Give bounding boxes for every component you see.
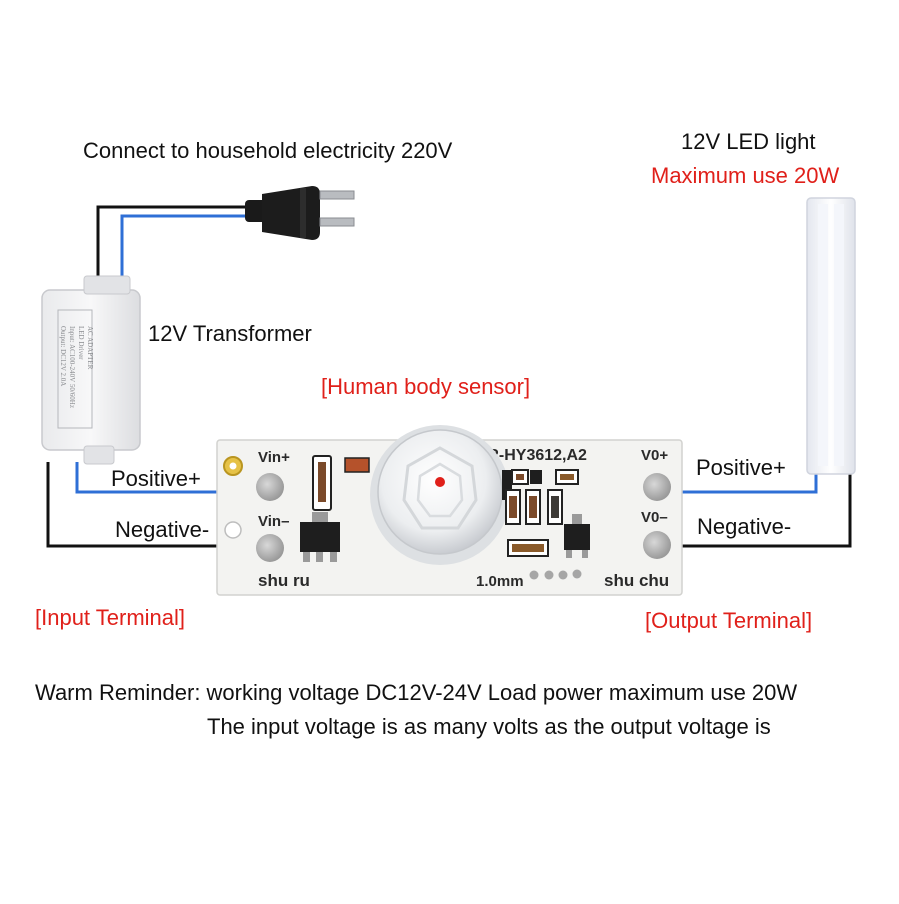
input-positive-label: Positive+ xyxy=(111,466,201,491)
reminder-line-1: Warm Reminder: working voltage DC12V-24V… xyxy=(35,680,798,705)
output-wire-negative xyxy=(672,470,852,548)
components-right xyxy=(502,469,590,558)
led-light-bar-icon xyxy=(806,197,856,475)
transformer-icon: AC ADAPTER LED Driver Input: AC100-240V … xyxy=(41,275,141,465)
reminder-line-2: The input voltage is as many volts as th… xyxy=(207,714,771,739)
input-terminal-label: [Input Terminal] xyxy=(35,605,186,630)
board-vin-minus: Vin– xyxy=(258,513,289,530)
output-terminal-label: [Output Terminal] xyxy=(645,608,813,633)
wires xyxy=(46,205,852,548)
board-model: MR-HY3612,A2 xyxy=(474,447,587,464)
board-vo-plus: V0+ xyxy=(641,447,668,464)
sensor-center-dot xyxy=(435,477,445,487)
input-wire-negative xyxy=(46,462,230,548)
input-wire-positive xyxy=(75,462,230,494)
plug-wire-black xyxy=(96,205,248,282)
board-shu-ru: shu ru xyxy=(258,571,310,590)
sensor-board: Vin+ Vin– V0+ V0– MR-HY3612,A2 shu ru sh… xyxy=(216,425,683,596)
adapter-title: AC ADAPTER xyxy=(86,326,94,370)
power-plug-icon xyxy=(245,186,355,240)
output-positive-label: Positive+ xyxy=(696,455,786,480)
transformer-label-text: AC ADAPTER LED Driver Input: AC100-240V … xyxy=(59,326,94,408)
output-wire-positive xyxy=(672,470,818,494)
input-negative-label: Negative- xyxy=(115,517,210,542)
pad-vin-minus xyxy=(256,534,284,562)
board-hole-white xyxy=(224,521,242,539)
adapter-line3: Output: DC12V 2.0A xyxy=(59,326,67,386)
led-caption: 12V LED light xyxy=(681,129,816,154)
pad-vo-minus xyxy=(643,531,671,559)
plug-caption: Connect to household electricity 220V xyxy=(83,138,453,163)
adapter-line2: Input: AC100-240V 50/60Hz xyxy=(68,326,76,408)
output-negative-label: Negative- xyxy=(697,514,792,539)
board-vin-plus: Vin+ xyxy=(258,449,290,466)
pad-vo-plus xyxy=(643,473,671,501)
sensor-caption: [Human body sensor] xyxy=(321,374,531,399)
adapter-line1: LED Driver xyxy=(77,326,85,360)
led-max-caption: Maximum use 20W xyxy=(651,163,840,188)
pir-sensor-dome-icon xyxy=(370,425,510,565)
components-left xyxy=(300,455,370,562)
plug-wire-blue xyxy=(120,214,248,282)
board-vo-minus: V0– xyxy=(641,509,668,526)
transformer-caption: 12V Transformer xyxy=(148,321,312,346)
pad-vin-plus xyxy=(256,473,284,501)
board-shu-chu: shu chu xyxy=(604,571,669,590)
board-thickness: 1.0mm xyxy=(476,573,524,590)
